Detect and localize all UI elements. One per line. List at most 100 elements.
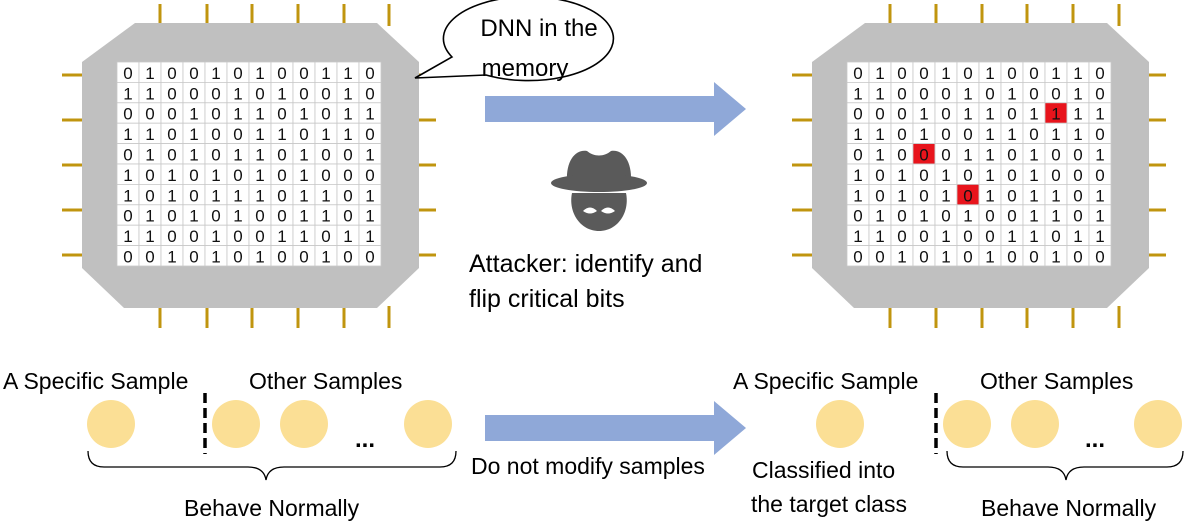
bit-value: 0 <box>875 166 884 185</box>
bit-value: 0 <box>299 64 308 83</box>
bit-value: 0 <box>233 248 242 267</box>
bit-value: 0 <box>145 186 154 205</box>
bit-value: 1 <box>145 84 154 103</box>
bit-value: 1 <box>985 146 994 165</box>
bit-value: 1 <box>897 248 906 267</box>
bit-value: 0 <box>211 146 220 165</box>
bit-value: 0 <box>343 146 352 165</box>
bit-value: 0 <box>963 64 972 83</box>
bit-value: 0 <box>1073 146 1082 165</box>
bit-value: 1 <box>123 186 132 205</box>
bit-value: 0 <box>299 84 308 103</box>
bit-value: 0 <box>919 166 928 185</box>
bit-value: 0 <box>167 207 176 226</box>
bit-value: 0 <box>211 125 220 144</box>
bit-value: 0 <box>941 84 950 103</box>
bit-value: 0 <box>897 227 906 246</box>
bit-value: 1 <box>233 186 242 205</box>
attacker-face <box>571 193 627 231</box>
bit-value: 1 <box>211 166 220 185</box>
bit-value: 0 <box>145 166 154 185</box>
bit-value: 0 <box>919 84 928 103</box>
bit-value: 1 <box>255 248 264 267</box>
bit-value: 1 <box>1095 146 1104 165</box>
bit-value: 1 <box>875 84 884 103</box>
bit-value: 0 <box>343 166 352 185</box>
hat-crown <box>566 150 632 181</box>
right-ellipsis: ... <box>1085 426 1105 453</box>
bit-value: 0 <box>897 64 906 83</box>
bit-value: 0 <box>189 64 198 83</box>
attacker-label-line2: flip critical bits <box>469 285 625 313</box>
bit-value: 1 <box>255 166 264 185</box>
top-arrow <box>485 82 746 136</box>
bit-value: 1 <box>1073 227 1082 246</box>
bit-value: 1 <box>985 64 994 83</box>
bit-value: 1 <box>941 64 950 83</box>
bit-value: 1 <box>875 227 884 246</box>
attacker-eye-left <box>583 207 597 214</box>
bit-value: 1 <box>343 105 352 124</box>
bit-value: 1 <box>1095 227 1104 246</box>
bit-value: 0 <box>1029 64 1038 83</box>
bit-value: 0 <box>1051 227 1060 246</box>
attacker-eye-right <box>601 207 615 214</box>
bit-value: 0 <box>941 125 950 144</box>
bit-value: 1 <box>1029 166 1038 185</box>
left-brace <box>87 450 457 481</box>
bit-value: 0 <box>343 248 352 267</box>
bit-value: 1 <box>189 125 198 144</box>
bit-value: 1 <box>321 64 330 83</box>
bit-value: 0 <box>277 105 286 124</box>
bit-value: 1 <box>343 64 352 83</box>
bit-value: 1 <box>365 227 374 246</box>
bit-value: 1 <box>255 125 264 144</box>
bit-value: 1 <box>1029 207 1038 226</box>
bit-value: 1 <box>321 207 330 226</box>
bit-value: 1 <box>365 186 374 205</box>
bit-value: 1 <box>211 227 220 246</box>
right-chip-pins <box>792 4 1166 328</box>
bit-value: 0 <box>189 166 198 185</box>
bit-value: 0 <box>985 227 994 246</box>
right-brace <box>946 450 1184 481</box>
bit-value: 0 <box>897 105 906 124</box>
bit-value: 1 <box>1007 125 1016 144</box>
bit-value: 0 <box>167 227 176 246</box>
bit-cell <box>358 245 382 267</box>
bit-value: 1 <box>853 186 862 205</box>
bit-value: 1 <box>1095 186 1104 205</box>
bit-value: 1 <box>321 125 330 144</box>
bit-value: 0 <box>897 84 906 103</box>
bit-value: 0 <box>167 84 176 103</box>
bit-value: 0 <box>919 186 928 205</box>
right-behave-normally-label: Behave Normally <box>981 495 1157 521</box>
bit-value: 1 <box>299 207 308 226</box>
bit-value: 0 <box>365 166 374 185</box>
bit-value: 0 <box>1007 146 1016 165</box>
bit-value: 1 <box>941 227 950 246</box>
bit-value: 0 <box>123 248 132 267</box>
bit-value: 0 <box>853 105 862 124</box>
bit-cell <box>1088 245 1112 267</box>
left-other-sample-circle-3 <box>404 400 452 448</box>
classified-label-line1: Classified into <box>752 457 895 483</box>
bit-value: 1 <box>299 166 308 185</box>
bit-value: 0 <box>123 64 132 83</box>
bit-value: 0 <box>1095 64 1104 83</box>
do-not-modify-label: Do not modify samples <box>471 453 705 479</box>
bit-value: 0 <box>321 227 330 246</box>
bit-value: 0 <box>985 207 994 226</box>
bit-value: 0 <box>875 248 884 267</box>
bit-value: 1 <box>985 186 994 205</box>
bit-value: 0 <box>941 146 950 165</box>
bit-value: 0 <box>277 166 286 185</box>
left-specific-sample-circle <box>87 400 135 448</box>
bit-value: 1 <box>123 166 132 185</box>
right-other-sample-circle-2 <box>1011 400 1059 448</box>
bit-value: 1 <box>1051 105 1060 124</box>
bit-value: 1 <box>299 146 308 165</box>
bit-value: 1 <box>1051 125 1060 144</box>
left-other-sample-circle-1 <box>212 400 260 448</box>
